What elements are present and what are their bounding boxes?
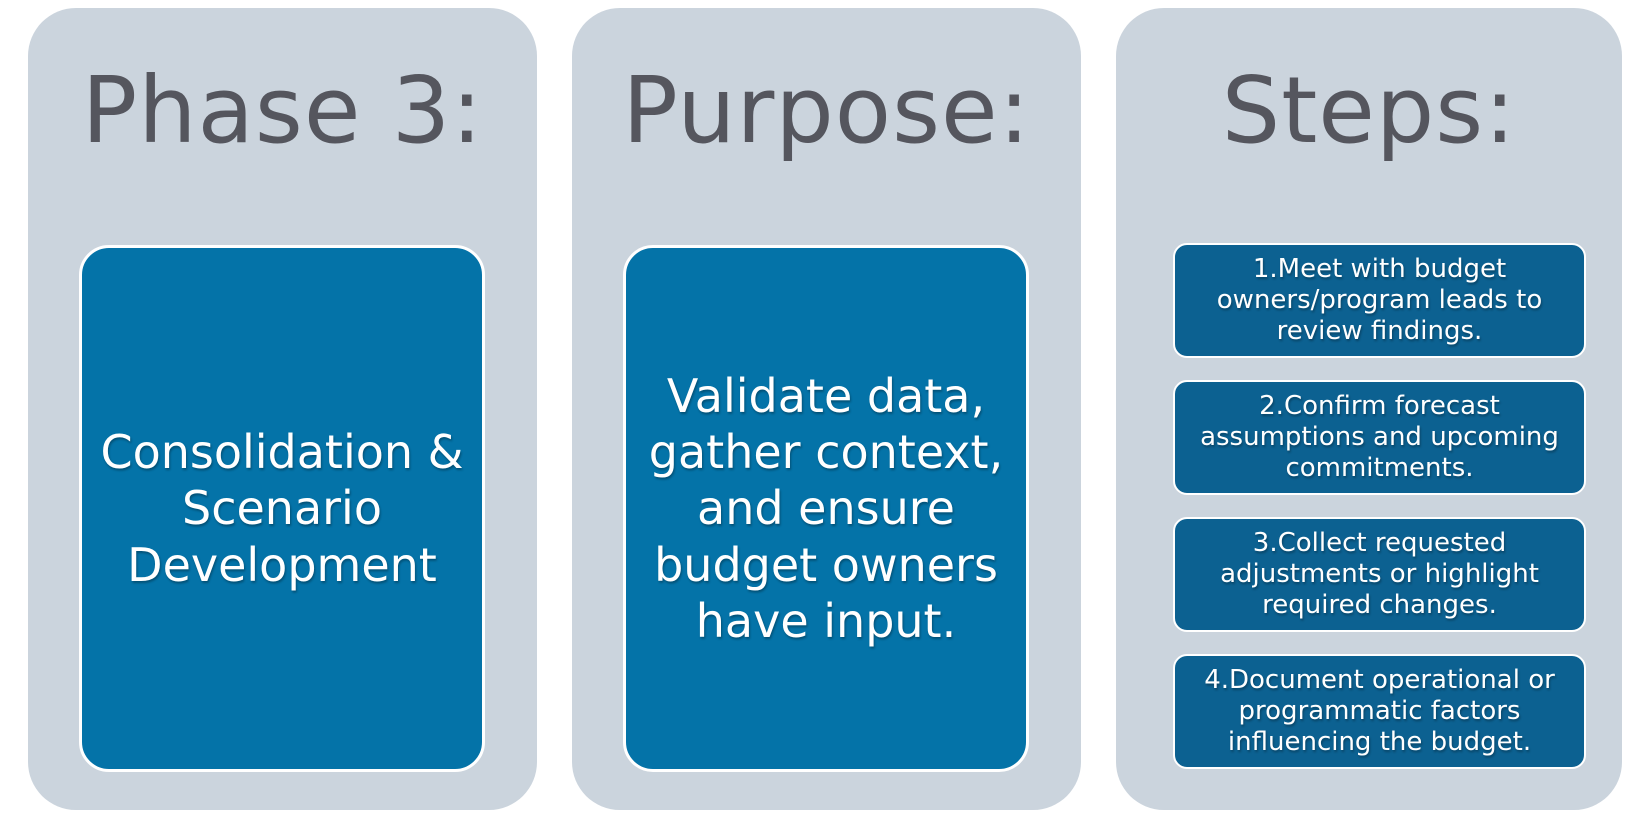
panel-steps: Steps: 1.Meet with budget owners/program… (1116, 8, 1622, 810)
phase-header: Phase 3: (81, 57, 484, 164)
step-item-4: 4.Document operational or programmatic f… (1173, 654, 1586, 769)
phase-body-box: Consolidation & Scenario Development (79, 245, 485, 772)
step-item-1: 1.Meet with budget owners/program leads … (1173, 243, 1586, 358)
steps-header: Steps: (1221, 57, 1517, 164)
panel-phase: Phase 3: Consolidation & Scenario Develo… (28, 8, 537, 810)
purpose-header: Purpose: (622, 57, 1031, 164)
purpose-body-box: Validate data, gather context, and ensur… (623, 245, 1029, 772)
panel-purpose: Purpose: Validate data, gather context, … (572, 8, 1081, 810)
step-item-3: 3.Collect requested adjustments or highl… (1173, 517, 1586, 632)
step-item-2: 2.Confirm forecast assumptions and upcom… (1173, 380, 1586, 495)
